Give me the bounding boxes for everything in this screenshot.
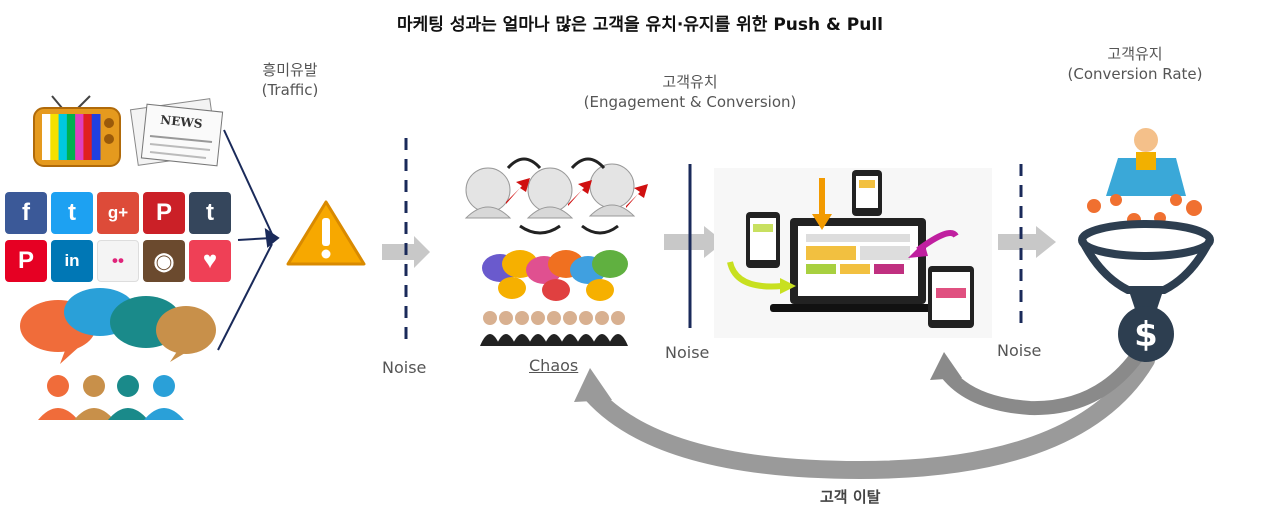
noise-label-1: Noise xyxy=(382,358,427,377)
crowd-person-body xyxy=(528,334,548,346)
tv-color-bar xyxy=(91,114,101,160)
linkedin-icon: in xyxy=(51,240,93,282)
stage-engagement-label: 고객유치 (Engagement & Conversion) xyxy=(560,72,820,112)
crowd-person-head xyxy=(499,311,513,325)
crowd-person-head xyxy=(515,311,529,325)
stage-engagement-subtitle: (Engagement & Conversion) xyxy=(583,93,797,111)
stage-retention-subtitle: (Conversion Rate) xyxy=(1067,65,1203,83)
crowd-person-head xyxy=(563,311,577,325)
crowd-person-head xyxy=(611,311,625,325)
crowd-person-head xyxy=(595,311,609,325)
crowd-person-body xyxy=(560,334,580,346)
svg-text:$: $ xyxy=(1134,315,1158,355)
crowd-person-head xyxy=(579,311,593,325)
crowd-person-head xyxy=(531,311,545,325)
retention-return-arrow xyxy=(930,345,1147,416)
stage-traffic-subtitle: (Traffic) xyxy=(261,81,319,99)
tv-color-bar xyxy=(75,114,84,160)
crowd-person-body xyxy=(512,334,532,346)
stage-retention-label: 고객유지 (Conversion Rate) xyxy=(1050,44,1220,84)
flickr-icon: •• xyxy=(97,240,139,282)
pinterest-round-icon: P xyxy=(5,240,47,282)
crowd-person-head xyxy=(483,311,497,325)
churn-arrow xyxy=(574,351,1155,480)
crowd-person-body xyxy=(592,334,612,346)
svg-text:NEWS: NEWS xyxy=(160,113,203,131)
crowd-person-body xyxy=(544,334,564,346)
funnel-icon: $ xyxy=(1078,128,1214,362)
instagram-icon: ◉ xyxy=(143,240,185,282)
devices-icon xyxy=(714,168,992,338)
chaos-crowd-icon xyxy=(480,250,628,346)
converging-arrows xyxy=(217,129,280,351)
facebook-icon: f xyxy=(5,192,47,234)
chaos-label: Chaos xyxy=(529,356,579,375)
crowd-person-body xyxy=(608,334,628,346)
warning-icon xyxy=(286,200,366,266)
crowd-person-head xyxy=(547,311,561,325)
tv-color-bar xyxy=(58,114,68,160)
people-icon xyxy=(38,375,184,420)
stage-traffic-title: 흥미유발 xyxy=(262,61,318,79)
pinterest-icon: P xyxy=(143,192,185,234)
newspaper-icon: NEWS xyxy=(129,98,224,167)
speech-bubbles-icon xyxy=(20,288,216,364)
tv-color-bar xyxy=(42,114,51,160)
flow-arrow-3 xyxy=(998,226,1056,258)
tv-color-bar xyxy=(66,114,76,160)
pocket-icon: ♥ xyxy=(189,240,231,282)
noise-label-2: Noise xyxy=(665,343,710,362)
google-plus-icon: g+ xyxy=(97,192,139,234)
crowd-person-body xyxy=(496,334,516,346)
engagement-figures-icon xyxy=(464,157,648,235)
crowd-person-body xyxy=(576,334,596,346)
crowd-person-body xyxy=(480,334,500,346)
churn-label: 고객 이탈 xyxy=(820,488,881,506)
tv-icon xyxy=(33,95,121,167)
twitter-icon: t xyxy=(51,192,93,234)
tumblr-icon: t xyxy=(189,192,231,234)
stage-traffic-label: 흥미유발 (Traffic) xyxy=(230,60,350,100)
flow-arrow-2 xyxy=(664,226,724,258)
stage-engagement-title: 고객유치 xyxy=(662,73,718,91)
tv-color-bar xyxy=(83,114,93,160)
stage-retention-title: 고객유지 xyxy=(1107,45,1163,63)
page-title: 마케팅 성과는 얼마나 많은 고객을 유치·유지를 위한 Push & Pull xyxy=(397,15,883,35)
noise-label-3: Noise xyxy=(997,341,1042,360)
tv-color-bar xyxy=(50,114,60,160)
